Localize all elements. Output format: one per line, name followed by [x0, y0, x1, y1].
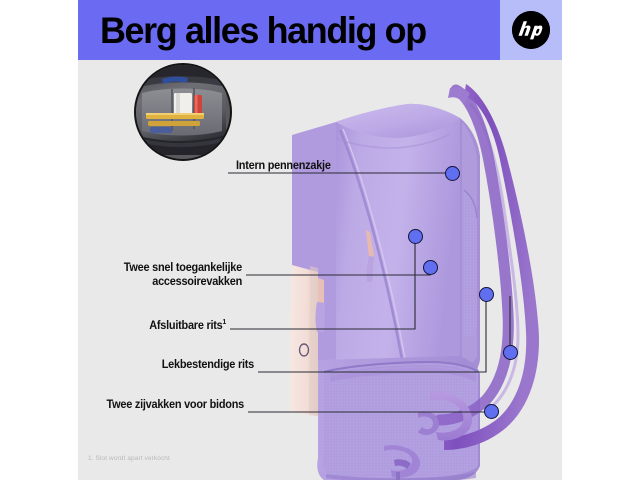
inset-pen-pocket-photo — [134, 63, 232, 161]
content-panel: Berg alles handig op — [78, 0, 562, 480]
header-band — [78, 0, 500, 60]
callout-label-accessoirevakken: Twee snel toegankelijke accessoirevakken — [105, 261, 242, 289]
callout-dot-lekbestendige-rits[interactable] — [479, 287, 494, 302]
callout-label-intern-pennenzakje: Intern pennenzakje — [236, 160, 331, 172]
header-logo-box — [500, 0, 562, 60]
callout-label-twee-zijvakken: Twee zijvakken voor bidons — [106, 399, 244, 411]
callout-label-accessoirevakken-line2: accessoirevakken — [152, 276, 242, 288]
callout-label-accessoirevakken-line1: Twee snel toegankelijke — [123, 262, 242, 274]
callout-label-afsluitbare-rits-text: Afsluitbare rits — [149, 319, 223, 332]
callout-dot-accessoirevakken[interactable] — [423, 260, 438, 275]
callout-dot-twee-zijvakken[interactable] — [484, 404, 499, 419]
callout-label-afsluitbare-rits: Afsluitbare rits1 — [133, 316, 226, 333]
callout-label-lekbestendige-rits: Lekbestendige rits — [161, 359, 255, 371]
page-title: Berg alles handig op — [100, 10, 427, 51]
footnote-text: 1. Slot wordt apart verkocht — [88, 455, 170, 462]
callout-dot-afsluitbare-rits[interactable] — [408, 229, 423, 244]
callout-dot-intern-pennenzakje[interactable] — [445, 166, 460, 181]
hp-logo-icon — [512, 11, 550, 49]
callout-label-afsluitbare-rits-sup: 1 — [222, 319, 227, 326]
callout-dot-lekbestendige-rits-b[interactable] — [503, 345, 518, 360]
